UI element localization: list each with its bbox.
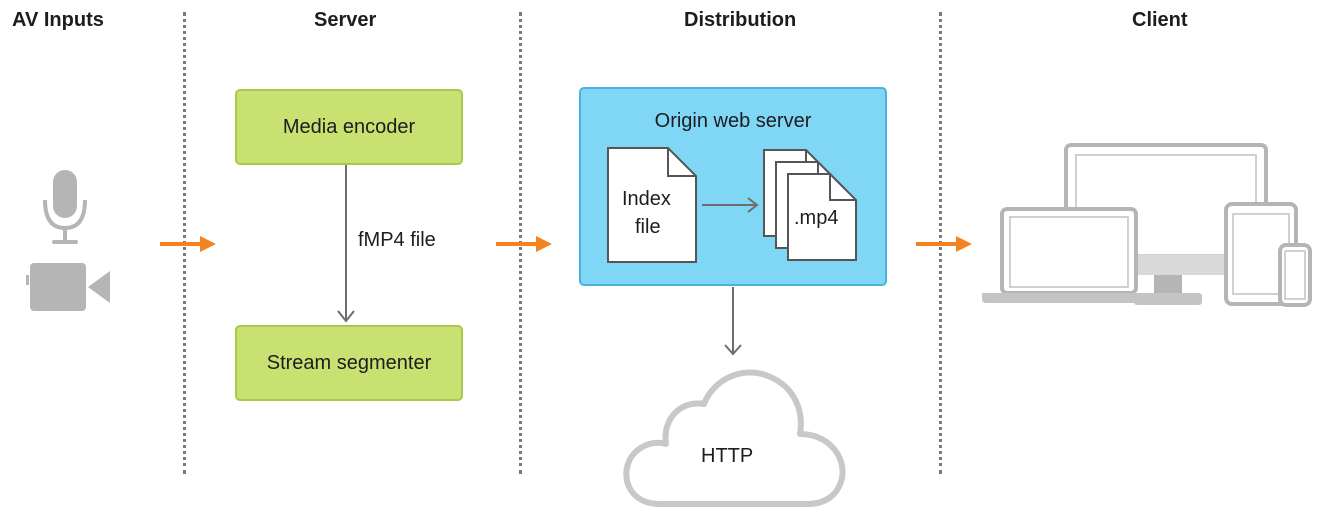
flow-arrow-server-to-distribution (496, 236, 552, 252)
fmp4-file-label: fMP4 file (358, 229, 436, 251)
phone-icon (1278, 243, 1312, 307)
stream-segmenter-label: Stream segmenter (266, 351, 432, 374)
mp4-segment-files-icon (763, 149, 857, 261)
media-encoder-box: Media encoder (235, 89, 463, 165)
index-file-label-line2: file (635, 216, 661, 238)
index-to-media-arrow (702, 197, 759, 213)
index-file-label-line1: Index (622, 188, 671, 210)
http-label: HTTP (701, 445, 754, 467)
column-title-av-inputs: AV Inputs (12, 9, 104, 31)
media-encoder-label: Media encoder (282, 115, 416, 138)
origin-to-http-arrow (724, 287, 742, 356)
origin-web-server-label: Origin web server (654, 110, 812, 132)
mp4-file-label: .mp4 (794, 207, 839, 229)
stream-segmenter-box: Stream segmenter (235, 325, 463, 401)
http-cloud-icon (623, 369, 846, 507)
encoder-to-segmenter-arrow (337, 165, 355, 323)
video-camera-icon (26, 263, 110, 311)
laptop-icon (982, 207, 1156, 303)
column-title-client: Client (1132, 9, 1188, 31)
microphone-icon (43, 170, 87, 244)
flow-arrow-av-to-server (160, 236, 216, 252)
flow-arrow-distribution-to-client (916, 236, 972, 252)
column-title-distribution: Distribution (684, 9, 797, 31)
index-file-icon (607, 147, 697, 263)
column-title-server: Server (314, 9, 377, 31)
